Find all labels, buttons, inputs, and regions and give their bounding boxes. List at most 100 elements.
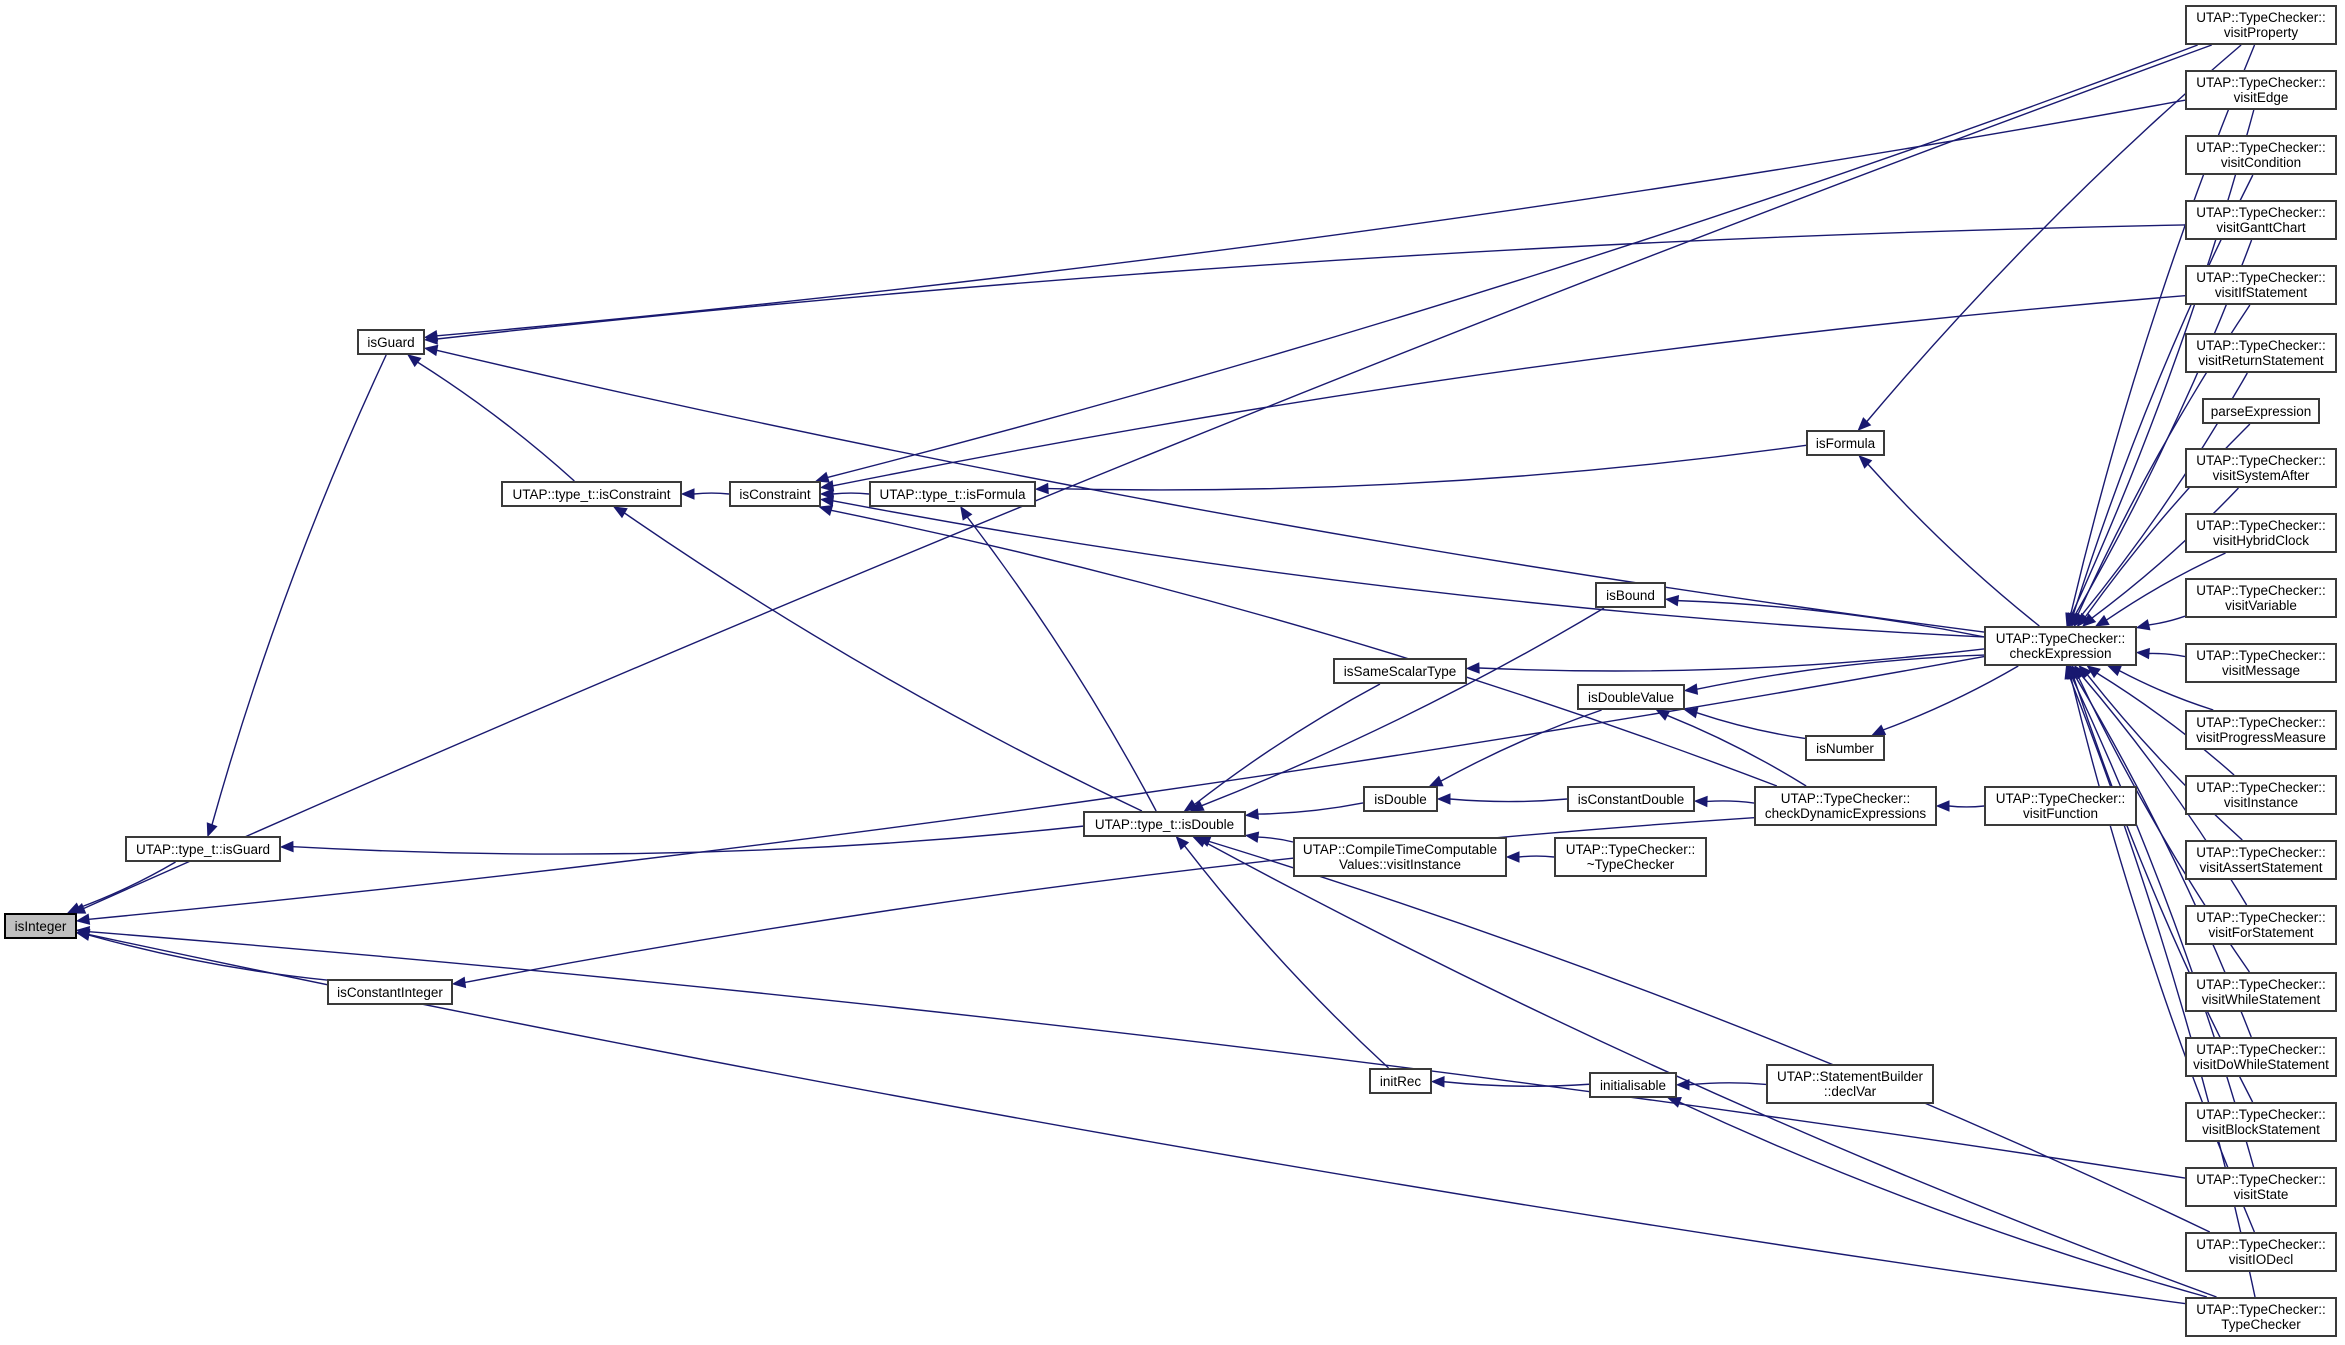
arrowhead-icon (2107, 665, 2122, 677)
node-isNumber[interactable]: isNumber (1805, 735, 1885, 761)
edge-checkDynamicExpressions-to-isConstantInteger (464, 816, 1755, 984)
edge-visitEdge-to-isGuard (436, 99, 2186, 337)
arrowhead-icon (1675, 1078, 1690, 1091)
arrowhead-icon (818, 504, 834, 517)
edge-visitMessage-to-checkExpression (2148, 652, 2186, 658)
node-type-isConstraint[interactable]: UTAP::type_t::isConstraint (501, 481, 682, 507)
node-checkDynamicExpressions[interactable]: UTAP::TypeChecker:: checkDynamicExpressi… (1754, 786, 1937, 826)
edge-isGuard-to-typeIsGuard (211, 354, 387, 825)
arrowhead-icon (1436, 793, 1451, 805)
node-isInteger[interactable]: isInteger (4, 913, 77, 939)
edge-visitInstance-to-checkExpression (2096, 672, 2235, 776)
arrowhead-icon (1244, 808, 1260, 820)
node-type-isDouble[interactable]: UTAP::type_t::isDouble (1083, 811, 1246, 837)
node-initRec[interactable]: initRec (1369, 1068, 1432, 1094)
edge-checkExpression-to-isSameScalarType (1478, 648, 1985, 672)
node-isSameScalarType[interactable]: isSameScalarType (1333, 658, 1467, 684)
arrowhead-icon (1034, 482, 1049, 495)
arrowhead-icon (680, 488, 695, 500)
edge-isConstraint-to-typeIsConstraint (693, 492, 730, 495)
edge-checkExpression-to-isNumber (1883, 665, 2019, 731)
arrowhead-icon (814, 471, 830, 483)
node-visitHybridClock[interactable]: UTAP::TypeChecker:: visitHybridClock (2185, 513, 2337, 553)
edge-initialisable-to-initRec (1443, 1081, 1590, 1087)
node-isConstantDouble[interactable]: isConstantDouble (1567, 786, 1695, 812)
node-visitCondition[interactable]: UTAP::TypeChecker:: visitCondition (2185, 135, 2337, 175)
arrowhead-icon (206, 822, 218, 838)
edge-visitIODecl-to-typeIsDouble (1208, 840, 2211, 1233)
arrowhead-icon (2094, 614, 2110, 627)
node-visitMessage[interactable]: UTAP::TypeChecker:: visitMessage (2185, 643, 2337, 683)
arrowhead-icon (1935, 800, 1950, 812)
node-visitIODecl[interactable]: UTAP::TypeChecker:: visitIODecl (2185, 1232, 2337, 1272)
node-visitBlockStatement[interactable]: UTAP::TypeChecker:: visitBlockStatement (2185, 1102, 2337, 1142)
node-isDouble[interactable]: isDouble (1363, 786, 1438, 812)
node-ctor-TypeChecker[interactable]: UTAP::TypeChecker:: TypeChecker (2185, 1297, 2337, 1337)
node-isGuard[interactable]: isGuard (357, 329, 425, 355)
edge-isNumber-to-isDoubleValue (1696, 711, 1806, 740)
node-visitInstance[interactable]: UTAP::TypeChecker:: visitInstance (2185, 775, 2337, 815)
node-visitGanttChart[interactable]: UTAP::TypeChecker:: visitGanttChart (2185, 200, 2337, 240)
edge-ctorTypeChecker-to-initialisable (1679, 1101, 2208, 1298)
node-visitState[interactable]: UTAP::TypeChecker:: visitState (2185, 1167, 2337, 1207)
arrowhead-icon (612, 506, 628, 519)
node-visitAssertStatement[interactable]: UTAP::TypeChecker:: visitAssertStatement (2185, 840, 2337, 880)
arrowhead-icon (2076, 612, 2091, 627)
node-isFormula[interactable]: isFormula (1806, 430, 1885, 456)
arrowhead-icon (1655, 709, 1671, 721)
arrowhead-icon (1465, 662, 1480, 674)
node-visitVariable[interactable]: UTAP::TypeChecker:: visitVariable (2185, 578, 2337, 618)
arrowhead-icon (1683, 707, 1699, 719)
node-visitForStatement[interactable]: UTAP::TypeChecker:: visitForStatement (2185, 905, 2337, 945)
node-visitEdge[interactable]: UTAP::TypeChecker:: visitEdge (2185, 70, 2337, 110)
node-isDoubleValue[interactable]: isDoubleValue (1577, 684, 1685, 710)
node-visitDoWhileStatement[interactable]: UTAP::TypeChecker:: visitDoWhileStatemen… (2185, 1037, 2337, 1077)
arrowhead-icon (2064, 664, 2076, 680)
node-isConstraint[interactable]: isConstraint (729, 481, 821, 507)
node-type-isFormula[interactable]: UTAP::type_t::isFormula (869, 481, 1036, 507)
arrowhead-icon (1683, 683, 1699, 695)
node-initialisable[interactable]: initialisable (1589, 1072, 1677, 1098)
edge-checkDynamicExpressions-to-isConstantDouble (1706, 800, 1755, 804)
edge-isConstantDouble-to-isDouble (1449, 798, 1568, 803)
node-visitProgressMeasure[interactable]: UTAP::TypeChecker:: visitProgressMeasure (2185, 710, 2337, 750)
node-visitProperty[interactable]: UTAP::TypeChecker:: visitProperty (2185, 5, 2337, 45)
edge-visitIfStatement-to-isConstraint (832, 294, 2186, 487)
arrowhead-icon (1664, 594, 1680, 607)
node-declVar[interactable]: UTAP::StatementBuilder ::declVar (1766, 1064, 1934, 1104)
node-ctcv-visitInstance[interactable]: UTAP::CompileTimeComputable Values::visi… (1293, 837, 1507, 877)
edge-isConstantInteger-to-isInteger (88, 934, 328, 981)
node-checkExpression[interactable]: UTAP::TypeChecker:: checkExpression (1984, 626, 2137, 666)
node-isConstantInteger[interactable]: isConstantInteger (327, 979, 453, 1005)
edge-checkExpression-to-isInteger (88, 655, 1985, 920)
edge-ctorTypeChecker-to-checkExpression (2069, 677, 2256, 1298)
node-isBound[interactable]: isBound (1595, 582, 1666, 608)
edge-visitProperty-to-isInteger (83, 44, 2212, 910)
edge-checkExpression-to-isFormula (1867, 463, 2040, 627)
node-visitReturnStatement[interactable]: UTAP::TypeChecker:: visitReturnStatement (2185, 333, 2337, 373)
node-visitWhileStatement[interactable]: UTAP::TypeChecker:: visitWhileStatement (2185, 972, 2337, 1012)
node-dtor-TypeChecker[interactable]: UTAP::TypeChecker:: ~TypeChecker (1554, 837, 1707, 877)
edge-visitAssertStatement-to-checkExpression (2086, 674, 2243, 841)
edge-visitSystemAfter-to-checkExpression (2091, 487, 2239, 619)
arrowhead-icon (819, 480, 835, 492)
edge-visitState-to-isInteger (88, 930, 2186, 1179)
edge-visitIODecl-to-checkExpression (2070, 677, 2256, 1233)
node-visitIfStatement[interactable]: UTAP::TypeChecker:: visitIfStatement (2185, 265, 2337, 305)
edge-visitProgressMeasure-to-checkExpression (2118, 670, 2214, 711)
arrowhead-icon (75, 913, 91, 925)
arrowhead-icon (1871, 724, 1887, 736)
edge-visitEdge-to-checkExpression (2071, 109, 2255, 616)
node-visitSystemAfter[interactable]: UTAP::TypeChecker:: visitSystemAfter (2185, 448, 2337, 488)
arrowhead-icon (1857, 417, 1872, 431)
node-type-isGuard[interactable]: UTAP::type_t::isGuard (125, 836, 281, 862)
node-parseExpression[interactable]: parseExpression (2202, 398, 2320, 424)
arrowhead-icon (451, 976, 467, 989)
arrowhead-icon (2135, 647, 2150, 660)
node-visitFunction[interactable]: UTAP::TypeChecker:: visitFunction (1984, 786, 2137, 826)
arrowhead-icon (1430, 1076, 1445, 1088)
edge-isDoubleValue-to-isDouble (1440, 709, 1602, 782)
edge-checkExpression-to-isDoubleValue (1696, 654, 1985, 690)
